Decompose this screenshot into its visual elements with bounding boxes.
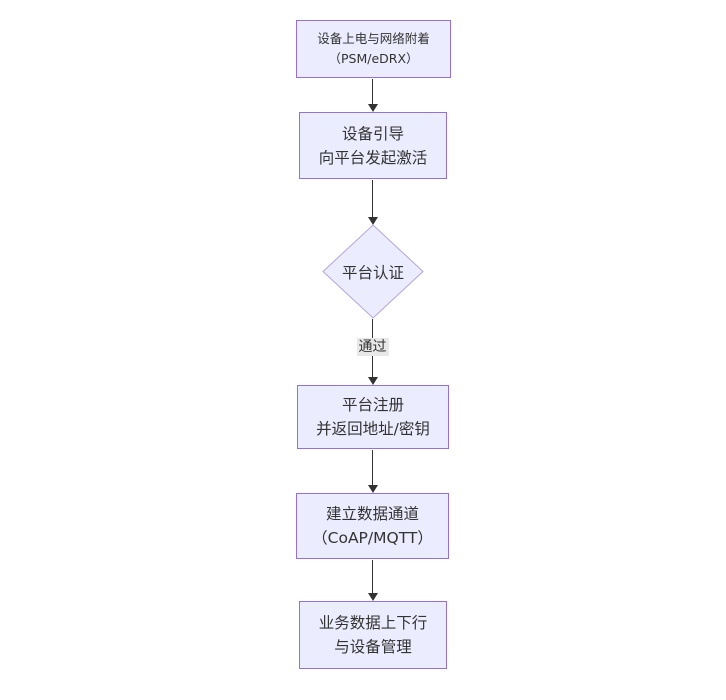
- node-data-channel: 建立数据通道 （CoAP/MQTT）: [296, 493, 449, 559]
- edge-label-pass: 通过: [356, 338, 389, 356]
- edge-auth-to-register: 通过: [356, 319, 389, 385]
- edge-register-to-channel: [367, 450, 378, 493]
- node-label-line: 平台注册: [341, 396, 404, 414]
- edge-line: [372, 79, 373, 104]
- node-power-attach: 设备上电与网络附着 （PSM/eDRX）: [296, 20, 451, 78]
- arrow-down-icon: [367, 593, 378, 601]
- arrow-down-icon: [367, 377, 378, 385]
- edge-line: [372, 180, 373, 217]
- arrow-down-icon: [367, 217, 378, 225]
- node-label-line: （CoAP/MQTT）: [312, 529, 433, 547]
- node-bootstrap: 设备引导 向平台发起激活: [299, 112, 447, 179]
- edge-line: [372, 560, 373, 593]
- node-label-line: 平台认证: [341, 263, 404, 282]
- node-label-line: 设备上电与网络附着: [317, 31, 430, 46]
- node-label-line: 设备引导: [341, 124, 404, 143]
- node-label-line: 建立数据通道: [325, 505, 419, 523]
- node-business: 业务数据上下行 与设备管理: [299, 601, 447, 669]
- edge-bootstrap-to-auth: [367, 180, 378, 225]
- node-label-line: （PSM/eDRX）: [328, 51, 419, 66]
- node-label-line: 并返回地址/密钥: [316, 420, 430, 438]
- edge-power-to-bootstrap: [367, 79, 378, 112]
- node-label-line: 与设备管理: [334, 638, 412, 656]
- edge-channel-to-business: [367, 560, 378, 601]
- node-label-line: 业务数据上下行: [318, 614, 428, 632]
- edge-line: [372, 450, 373, 485]
- node-platform-auth: 平台认证: [322, 224, 424, 319]
- arrow-down-icon: [367, 104, 378, 112]
- diamond-shape: [322, 224, 424, 319]
- node-register: 平台注册 并返回地址/密钥: [297, 385, 449, 449]
- arrow-down-icon: [367, 485, 378, 493]
- node-label-line: 向平台发起激活: [318, 148, 428, 167]
